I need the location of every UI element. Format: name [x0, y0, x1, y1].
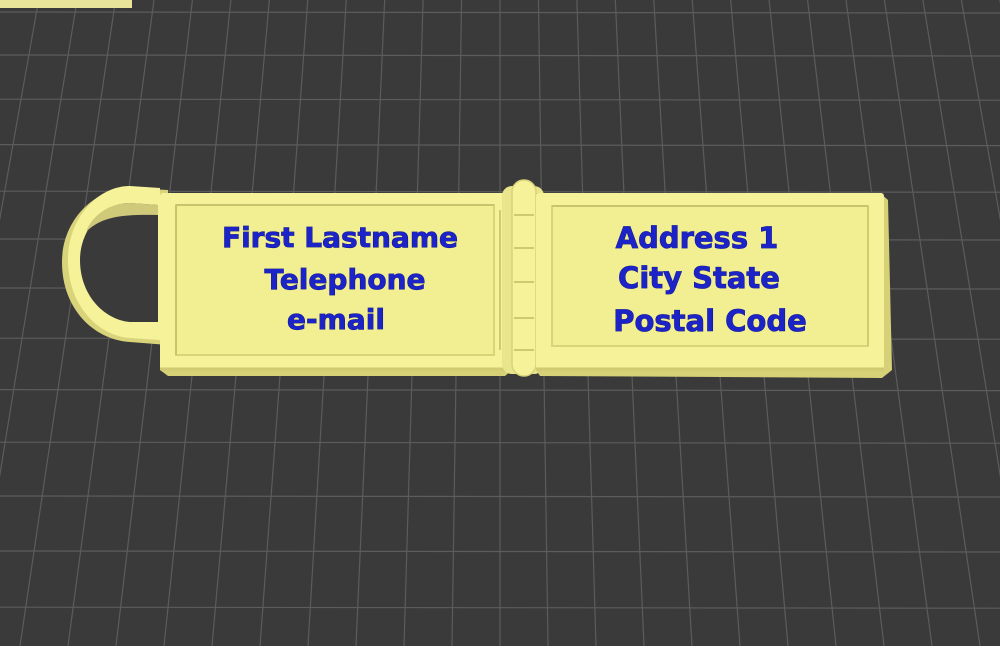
tag-right-panel — [536, 193, 892, 378]
grid-line — [19, 0, 117, 646]
right-line-3: Postal Code — [613, 304, 807, 338]
left-line-1: First Lastname — [222, 221, 458, 254]
tag-hinge — [499, 179, 545, 377]
grid-line — [883, 0, 981, 646]
luggage-tag-model[interactable]: First Lastname Telephone e-mail Address … — [62, 179, 892, 378]
grid-line — [0, 0, 78, 478]
grid-line — [922, 0, 1000, 478]
right-line-1: Address 1 — [616, 221, 779, 255]
other-model-edge — [0, 0, 132, 8]
grid-line — [960, 0, 1000, 222]
grid-line — [0, 0, 40, 222]
left-line-3: e-mail — [287, 303, 385, 336]
left-line-2: Telephone — [264, 263, 425, 296]
right-line-2: City State — [618, 261, 780, 295]
tag-left-panel — [160, 193, 512, 376]
tag-loop — [62, 186, 168, 345]
